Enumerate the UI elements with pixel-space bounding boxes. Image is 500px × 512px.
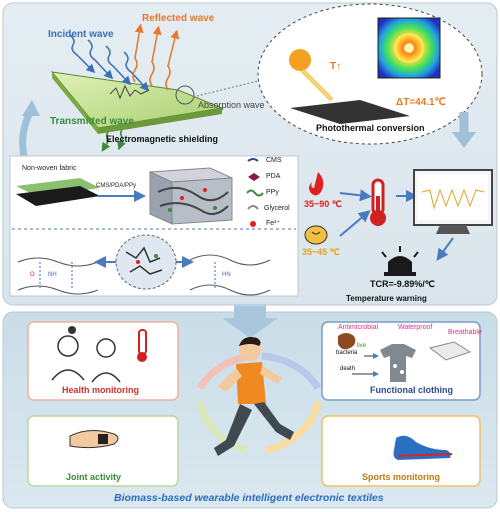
tcr-label: TCR=-9.89%/℃ <box>370 279 435 289</box>
o-label: O <box>30 272 35 278</box>
absorption-wave-label: Absorption wave <box>198 100 265 110</box>
ring-arc-sports <box>265 401 322 454</box>
non-woven-label: Non-woven fabric <box>22 165 77 172</box>
range-low-label: 35~45 ℃ <box>302 247 340 257</box>
legend-fe3: Fe³⁺ <box>266 220 281 227</box>
range-high-label: 35~90 ℃ <box>304 199 342 209</box>
reflected-wave-label: Reflected wave <box>142 13 215 24</box>
legend-pda: PDA <box>266 173 281 180</box>
legend-glycerol: Glycerol <box>264 205 290 212</box>
molecular-sketches <box>17 254 271 296</box>
breathable-label: Breathable <box>448 329 482 336</box>
health-monitoring-label: Health monitoring <box>62 385 139 395</box>
sun-icon <box>289 49 311 71</box>
transmitted-wave-label: Transmitted wave <box>50 116 134 127</box>
photothermal-fabric <box>290 100 410 124</box>
incident-wave-label: Incident wave <box>48 29 114 40</box>
joint-activity-label: Joint activity <box>66 472 122 482</box>
delta-t-label: ΔT=44.1℃ <box>396 97 446 108</box>
ring-arc-joint <box>196 401 248 454</box>
molecule-ellipse <box>115 234 177 290</box>
t-up-label: T↑ <box>330 61 342 72</box>
transmitted-wave-arrows <box>101 129 126 152</box>
running-person-icon <box>214 337 294 456</box>
photothermal-title: Photothermal conversion <box>316 123 425 133</box>
reflected-wave-arrows <box>132 23 180 91</box>
fiber-network <box>149 167 233 225</box>
waterproof-label: Waterproof <box>398 324 433 331</box>
sports-monitoring-label: Sports monitoring <box>362 472 440 482</box>
flame-icon <box>309 172 324 196</box>
shielding-fabric <box>50 71 271 134</box>
health-pictogram <box>51 326 147 383</box>
shoe-icon <box>393 435 453 460</box>
footer-title: Biomass-based wearable intelligent elect… <box>114 492 384 504</box>
legend-icons <box>246 158 264 227</box>
bacteria-label: bacteria <box>336 350 358 356</box>
human-body-icon <box>304 225 328 245</box>
incident-wave-arrows <box>69 34 150 92</box>
legend-ppy: PPy <box>266 189 279 196</box>
em-shielding-label: Electromagnetic shielding <box>106 134 219 144</box>
joint-box <box>27 415 179 487</box>
death-label: death <box>340 366 356 372</box>
temperature-warning-label: Temperature warning <box>346 294 427 303</box>
antimicrobial-label: Antimicrobial <box>338 324 379 331</box>
joint-pictogram <box>69 430 119 449</box>
nh-label: NH <box>48 272 57 278</box>
thermometer-icon <box>370 178 386 226</box>
hn-label: HN <box>222 272 231 278</box>
coating-label: CMS/PDA/PPy <box>96 183 137 189</box>
alarm-icon <box>381 246 419 276</box>
legend-cms: CMS <box>266 157 282 164</box>
monitor-icon <box>413 169 493 234</box>
functional-clothing-label: Functional clothing <box>370 385 453 395</box>
ring-arc-functional <box>261 352 321 390</box>
functional-pictogram <box>338 333 472 382</box>
absorption-squiggle <box>109 84 150 100</box>
live-label: live <box>357 343 367 349</box>
